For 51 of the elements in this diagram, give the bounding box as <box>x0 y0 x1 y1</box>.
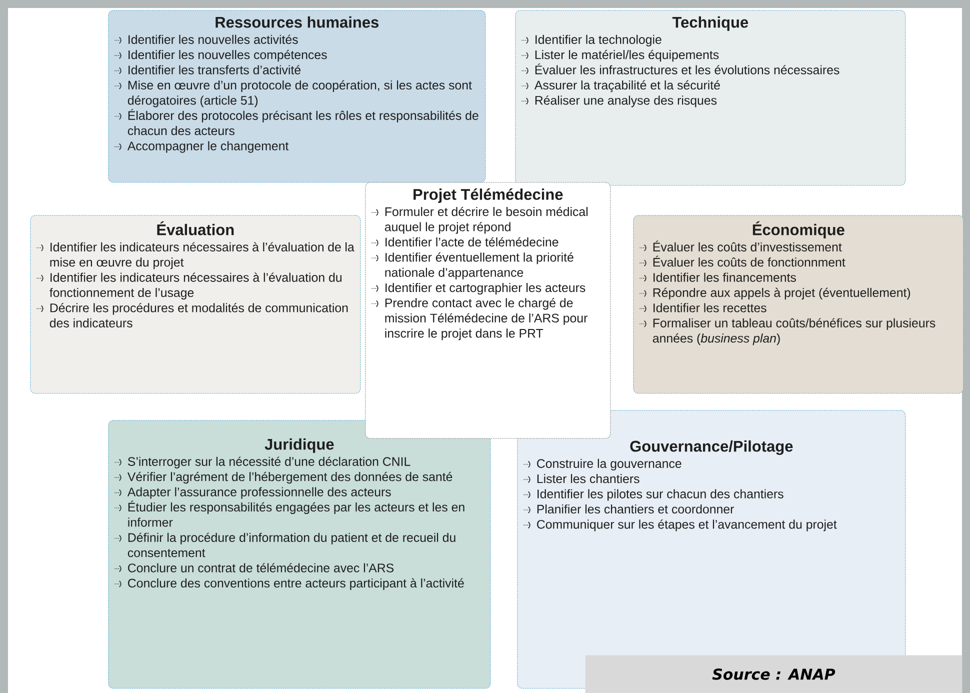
list-item: Évaluer les infrastructures et les évolutions nécessaires <box>535 63 840 74</box>
list-item: Identifier les pilotes sur chacun des chantiers <box>538 489 784 501</box>
list-item: Conclure des conventions entre acteurs participant à l’activité <box>128 578 464 590</box>
box-heading: Juridique <box>264 438 334 453</box>
list-item: Lister le matériel/les équipements <box>535 50 719 62</box>
box-heading: Gouvernance/Pilotage <box>630 440 793 455</box>
list-item: Évaluer les coûts d’investissement <box>653 240 842 252</box>
list-item: S’interroger sur la nécessité d’une déclaration CNIL <box>128 456 410 468</box>
list-item: Identifier les nouvelles activités <box>128 34 298 44</box>
project-box <box>365 182 611 439</box>
list-item: Identifier éventuellement la priorité nationale d’appartenance <box>385 252 574 280</box>
list-item: Identifier les nouvelles compétences <box>128 50 327 62</box>
list-item: Planifier les chantiers et coordonner <box>537 504 734 514</box>
list-item: Lister les chantiers <box>537 474 640 484</box>
list-item: Communiquer sur les étapes et l’avancement du projet <box>537 520 837 532</box>
list-item: Identifier l’acte de télémédecine <box>386 237 558 246</box>
list-item: Prendre contact avec le chargé de mission Télémédecine de l’ARS pour inscrire le projet dans le PRT <box>385 298 588 340</box>
box-heading: Technique <box>672 16 748 31</box>
topic-box <box>633 215 964 394</box>
list-item: Étudier les responsabilités engagées par les acteurs et les en informer <box>128 500 464 527</box>
list-item: Adapter l’assurance professionnelle des acteurs <box>127 487 391 499</box>
topic-box <box>30 215 361 394</box>
box-heading: Évaluation <box>157 221 234 236</box>
list-item: Élaborer des protocoles précisant les rôles et responsabilités de chacun des acteurs <box>128 109 478 136</box>
list-item: Vérifier l’agrément de l’hébergement des données de santé <box>127 472 452 484</box>
topic-box <box>515 10 906 186</box>
list-item: Identifier la technologie <box>536 34 662 46</box>
list-item: Conclure un contrat de télémédecine avec l’ARS <box>128 563 394 572</box>
list-item: Identifier les indicateurs nécessaires à l’évaluation du fonctionnement de l’usage <box>50 272 342 300</box>
list-item: Décrire les procédures et modalités de communication des indicateurs <box>50 303 348 328</box>
list-item: Répondre aux appels à projet (éventuellement) <box>653 288 910 300</box>
source-note: Source : ANAP <box>585 655 962 693</box>
box-heading: Ressources humaines <box>216 16 378 28</box>
list-item: Identifier les recettes <box>654 303 766 312</box>
topic-box <box>108 10 486 183</box>
list-item: Évaluer les coûts de fonctionnment <box>653 256 846 267</box>
list-item: Assurer la traçabilité et la sécurité <box>534 80 720 92</box>
list-item: Identifier et cartographier les acteurs <box>386 282 586 295</box>
list-item: Réaliser une analyse des risques <box>535 96 717 108</box>
list-item: Identifier les indicateurs nécessaires à l’évaluation de la mise en œuvre du projet <box>50 242 354 270</box>
box-heading: Projet Télémédecine <box>414 188 563 203</box>
list-item: Formaliser un tableau coûts/bénéfices sur plusieurs années (business plan) <box>652 318 936 346</box>
list-item: Mise en œuvre d’un protocole de coopération, si les actes sont dérogatoires (article 51) <box>128 80 472 108</box>
list-item: Définir la procédure d’information du patient et de recueil du consentement <box>128 532 456 558</box>
list-item: Construire la gouvernance <box>537 458 682 470</box>
list-item: Identifier les transferts d’activité <box>128 65 300 74</box>
list-item: Formuler et décrire le besoin médical auquel le projet répond <box>384 206 588 234</box>
list-item: Accompagner le changement <box>127 141 289 153</box>
topic-box <box>108 420 491 689</box>
box-heading: Économique <box>752 221 844 238</box>
list-item: Identifier les financements <box>654 272 796 282</box>
